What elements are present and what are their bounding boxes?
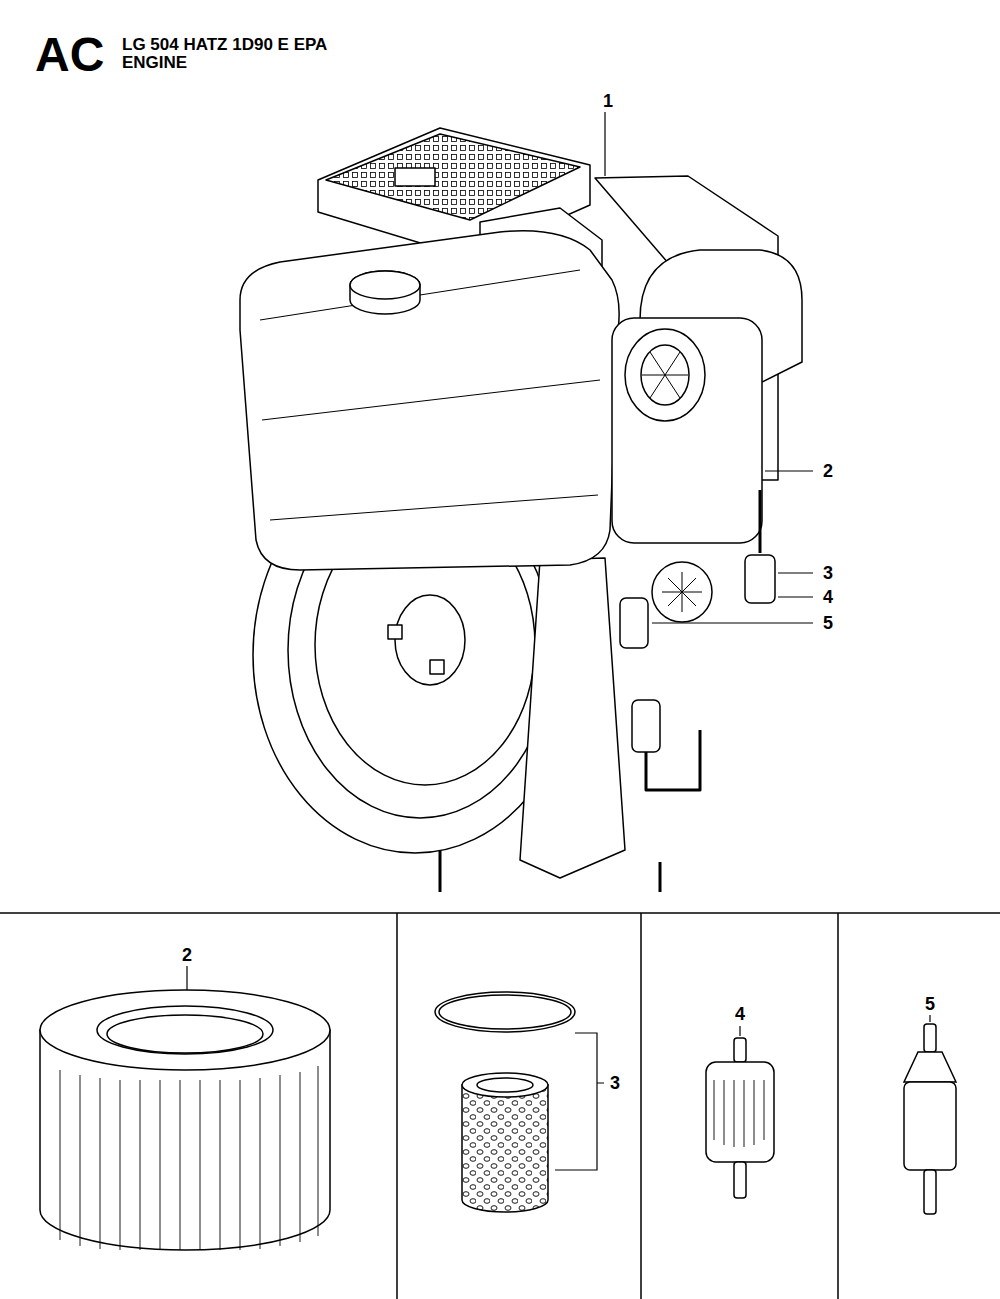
fuel-pipe [646, 730, 700, 790]
filter-nipple [924, 1024, 936, 1052]
callout-number: 4 [735, 1005, 745, 1023]
leader-lines [605, 112, 813, 623]
fuel-filter [745, 555, 775, 603]
parts [40, 966, 956, 1250]
fuel-tank [240, 231, 619, 570]
hub-lug [388, 625, 402, 639]
leader-line [778, 596, 813, 597]
callout-number: 2 [823, 462, 833, 480]
fuel-line [759, 490, 762, 553]
strainer-top [462, 1073, 548, 1097]
strainer-body [462, 1085, 548, 1212]
filter-pleats [714, 1080, 764, 1147]
filter-neck [904, 1052, 956, 1082]
leader-line [765, 470, 813, 471]
air-filter-bore [107, 1015, 263, 1053]
fan-spokes [662, 572, 702, 612]
callout-number: 4 [823, 588, 833, 606]
leader-line [778, 572, 813, 573]
callout-number: 3 [823, 564, 833, 582]
intake-inner [641, 345, 689, 405]
tank-contour [260, 270, 600, 520]
inline-filter-body [904, 1082, 956, 1170]
filter-nipple [734, 1162, 746, 1198]
bracket [555, 1033, 604, 1170]
leader-line [604, 112, 605, 176]
o-ring [435, 992, 575, 1032]
engine [240, 128, 802, 892]
fan-wheel [652, 562, 712, 622]
callout-number: 1 [603, 92, 613, 110]
leader-line [652, 622, 813, 623]
filler-cap-top [350, 271, 420, 299]
filter-nipple [734, 1038, 746, 1062]
inline-filter-body [706, 1062, 774, 1162]
panel-divider [397, 913, 838, 1299]
callout-number: 2 [182, 946, 192, 964]
section-code: AC [35, 31, 104, 79]
leader-line [929, 1015, 930, 1022]
diagram-title: LG 504 HATZ 1D90 E EPA ENGINE [122, 36, 372, 72]
hub-lug [430, 660, 444, 674]
parts-panel [0, 913, 1000, 1299]
fuel-filter [632, 700, 660, 752]
intake-cap [625, 329, 705, 421]
o-ring [439, 995, 571, 1029]
air-filter-bore [97, 1006, 273, 1054]
callout-number: 5 [823, 614, 833, 632]
grille-plate [395, 168, 435, 186]
air-filter-top [40, 990, 330, 1070]
fuel-filter [620, 598, 648, 648]
filler-cap [350, 271, 420, 314]
callout-number: 5 [925, 995, 935, 1013]
air-filter-housing [612, 318, 762, 543]
mounting-stud [440, 850, 660, 892]
callout-number: 3 [610, 1074, 620, 1092]
filter-pleats [60, 1066, 318, 1250]
exhaust-grille [326, 134, 580, 220]
intake-fins [642, 352, 688, 398]
flywheel-hub [395, 595, 465, 685]
crankcase [520, 558, 625, 878]
filter-nipple [924, 1170, 936, 1214]
leader-line [739, 1026, 740, 1036]
panel-rule [0, 912, 1000, 914]
strainer-bore [477, 1078, 533, 1092]
